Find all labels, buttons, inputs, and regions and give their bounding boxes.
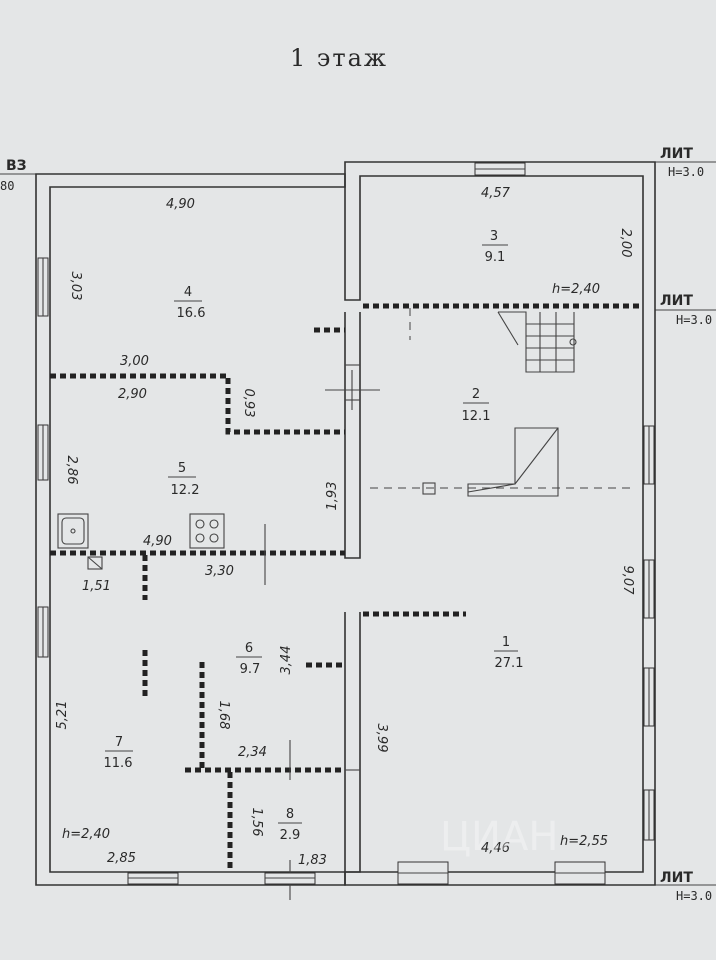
dim-top-room3: 4,57 (481, 186, 511, 201)
dim-room1-bottom: 4,46 (481, 841, 510, 856)
central-wall-lower (344, 612, 361, 873)
chimney-marker (422, 482, 436, 495)
dim-room8-height: 1,56 (249, 808, 264, 837)
lit-height-3: Н=3.0 (676, 889, 712, 903)
room-3-number: 3 (490, 229, 498, 244)
dim-room1-partial: 3,99 (374, 724, 389, 753)
dim-room8-top: 2,34 (238, 745, 267, 760)
room-4-area: 16.6 (177, 306, 206, 321)
dim-room4-bottom: 3,00 (120, 354, 149, 369)
dim-room2-partial: 1,93 (325, 482, 340, 511)
ceiling-height-room1: h=2,55 (560, 834, 608, 849)
dim-room5-height: 2,86 (64, 456, 79, 485)
ventilation-icon (87, 556, 103, 570)
room-3-area: 9.1 (485, 250, 506, 265)
dim-room5-bottom: 4,90 (143, 534, 172, 549)
lit-height-1: Н=3.0 (668, 165, 704, 179)
dim-room4-height: 3,03 (68, 272, 83, 301)
outer-wall-right-block (344, 161, 656, 886)
room-7-area: 11.6 (104, 756, 133, 771)
room-8-number: 8 (286, 807, 294, 822)
lit-label-2: ЛИТ (660, 293, 693, 309)
room-4-number: 4 (184, 285, 192, 300)
plan-title: 1 этаж (290, 44, 388, 72)
lit-label-1: ЛИТ (660, 146, 693, 162)
dim-room3-depth: 2,00 (618, 229, 633, 258)
room-5-area: 12.2 (171, 483, 200, 498)
ceiling-height-room3: h=2,40 (552, 282, 600, 297)
dim-room6-top: 3,30 (205, 564, 234, 579)
dim-right-wall: 9,07 (620, 566, 635, 596)
partition-room4-room5 (50, 373, 345, 435)
dim-room5-step: 0,93 (241, 389, 256, 418)
room-2-number: 2 (472, 387, 480, 402)
room-1-number: 1 (502, 635, 510, 650)
dim-top-room4: 4,90 (166, 197, 195, 212)
lit-label-3: ЛИТ (660, 870, 693, 886)
edge-label-top-left-sub: 80 (0, 179, 14, 193)
dim-room6-partition: 1,68 (216, 701, 231, 730)
stove-icon (467, 427, 559, 497)
watermark-logo: ЦИАН (440, 814, 558, 860)
dim-room7-bottom: 2,85 (107, 851, 136, 866)
staircase-icon (497, 311, 577, 373)
edge-label-top-left: ВЗ (6, 158, 27, 174)
room-5-number: 5 (178, 461, 186, 476)
room-6-number: 6 (245, 641, 253, 656)
dim-room7-height: 5,21 (55, 701, 70, 730)
dim-room6-height: 3,44 (279, 646, 294, 675)
room-1-area: 27.1 (495, 656, 524, 671)
lit-height-2: Н=3.0 (676, 313, 712, 327)
dim-room5-top: 2,90 (118, 387, 147, 402)
room-2-area: 12.1 (462, 409, 491, 424)
dim-vent-offset: 1,51 (82, 579, 111, 594)
central-wall-upper (344, 312, 361, 559)
room-6-area: 9.7 (240, 662, 261, 677)
dim-room8-bottom: 1,83 (298, 853, 327, 868)
cooktop-icon (189, 513, 225, 549)
ceiling-height-room7: h=2,40 (62, 827, 110, 842)
sink-icon (57, 513, 89, 549)
room-8-area: 2.9 (280, 828, 301, 843)
room-7-number: 7 (115, 735, 123, 750)
